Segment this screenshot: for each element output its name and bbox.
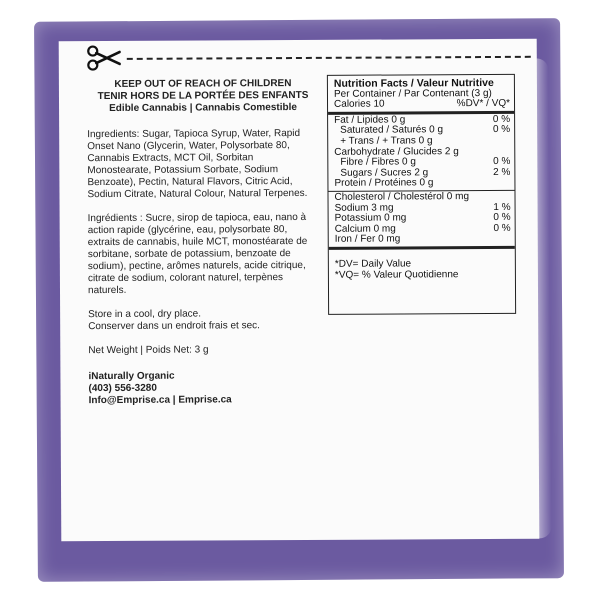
nutrition-dv-header: %DV* / VQ*: [456, 98, 511, 110]
nutrition-value: 2 %: [493, 166, 511, 178]
product-type: Edible Cannabis | Cannabis Comestible: [109, 102, 297, 114]
nutrition-row: Iron / Fer 0 mg: [335, 234, 511, 246]
net-weight: Net Weight | Poids Net: 3 g: [88, 344, 209, 357]
nutrition-facts-table: Nutrition Facts / Valeur Nutritive Per C…: [326, 73, 517, 315]
company-contact: Info@Emprise.ca | Emprise.ca: [88, 394, 232, 407]
nutrition-value: [490, 136, 510, 147]
back-label: KEEP OUT OF REACH OF CHILDREN TENIR HORS…: [58, 38, 540, 542]
nutrition-value: [491, 234, 511, 245]
nutrition-divider: [328, 245, 515, 250]
ingredients-column: KEEP OUT OF REACH OF CHILDREN TENIR HORS…: [87, 78, 321, 407]
nutrition-label: Cholesterol / Cholestérol 0 mg: [334, 191, 470, 203]
nutrition-value: 0 %: [493, 222, 511, 234]
ingredients-fr: Ingrédients : Sucre, sirop de tapioca, e…: [87, 211, 308, 297]
nutrition-calories-row: Calories 10 %DV* / VQ*: [334, 98, 511, 111]
scissors-icon: [87, 45, 121, 71]
nutrition-calories: Calories 10: [334, 98, 385, 111]
nutrition-label: Iron / Fer 0 mg: [334, 233, 401, 246]
nutrition-footnote-vq: *VQ= % Valeur Quotidienne: [334, 268, 459, 281]
nutrition-value: [490, 178, 510, 189]
nutrition-label: Protein / Protéines 0 g: [334, 177, 434, 190]
nutrition-value: 0 %: [492, 124, 511, 136]
ingredients-en: Ingredients: Sugar, Tapioca Syrup, Water…: [87, 127, 308, 201]
nutrition-row: Protein / Protéines 0 g: [334, 178, 510, 190]
storage-fr: Conserver dans un endroit frais et sec.: [88, 320, 260, 333]
cut-line: [126, 55, 531, 60]
